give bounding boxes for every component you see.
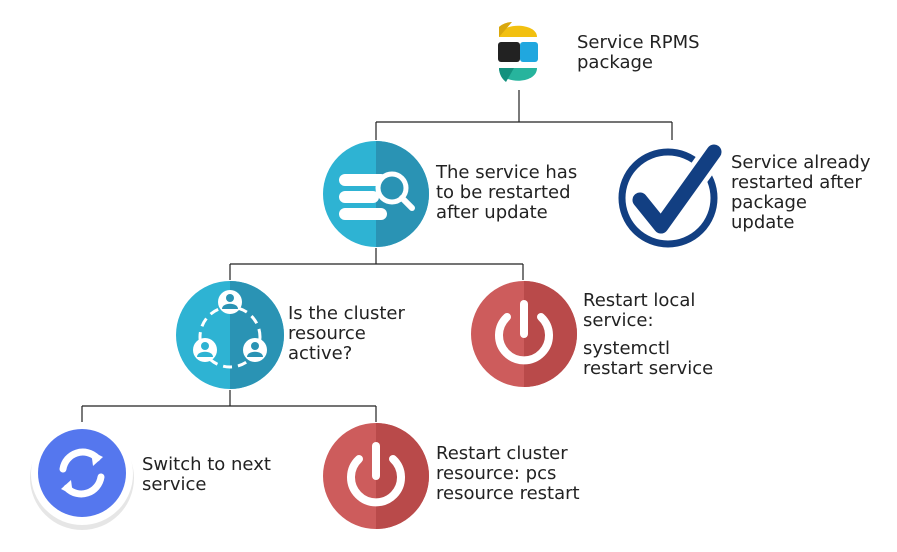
power-icon	[322, 422, 430, 530]
switch-next-label: Switch to next service	[142, 454, 271, 495]
checkmark-icon	[616, 140, 726, 250]
restart-cluster-label: Restart cluster resource: pcs resource r…	[436, 443, 580, 504]
restart-local-label: Restart local service:	[583, 290, 696, 331]
power-icon	[470, 280, 578, 388]
cluster-active-label: Is the cluster resource active?	[288, 303, 405, 364]
restart-local-command: systemctl restart service	[583, 338, 714, 379]
already-restarted-label: Service already restarted after package …	[731, 152, 871, 233]
elastic-logo-icon	[494, 16, 542, 90]
cluster-users-icon	[176, 280, 284, 390]
sync-icon	[27, 420, 137, 532]
root-label: Service RPMS package	[577, 32, 700, 73]
server-search-icon	[322, 140, 430, 248]
needs-restart-label: The service has to be restarted after up…	[436, 162, 578, 223]
